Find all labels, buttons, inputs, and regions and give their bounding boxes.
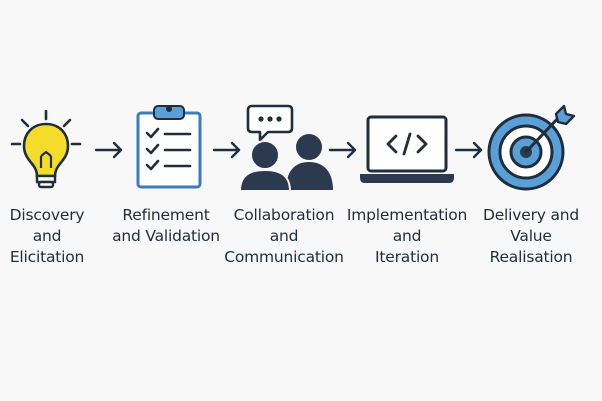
step-label-delivery: Delivery and Value Realisation [482, 206, 580, 266]
flow-arrow [454, 141, 483, 159]
target-arrow-icon [487, 104, 576, 191]
flow-arrow [328, 141, 357, 159]
people-chat-icon [238, 104, 333, 192]
step-label-refinement: Refinement and Validation [112, 206, 220, 245]
flow-arrow [212, 141, 241, 159]
laptop-code-icon [360, 115, 454, 183]
step-label-discovery: Discovery and Elicitation [9, 206, 85, 266]
clipboard-checklist-icon [136, 105, 202, 189]
flow-arrow [94, 141, 123, 159]
step-label-collaboration: Collaboration and Communication [224, 206, 344, 266]
lightbulb-icon [10, 109, 82, 189]
step-label-implementation: Implementation and Iteration [346, 206, 468, 266]
